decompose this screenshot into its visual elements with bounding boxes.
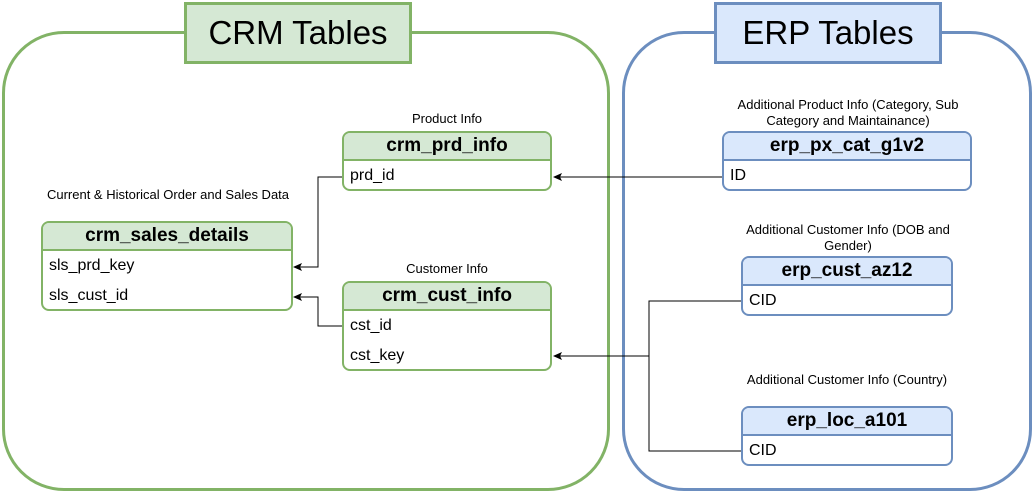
erp-px-cat-g1v2-caption: Additional Product Info (Category, Sub C… xyxy=(737,97,959,128)
erp-loc-a101-table[interactable]: erp_loc_a101 CID xyxy=(741,406,953,466)
crm-cust-info-header: crm_cust_info xyxy=(344,283,550,311)
field-loc-cid: CID xyxy=(749,442,777,459)
field-cst-key: cst_key xyxy=(350,347,405,364)
crm-sales-details-header: crm_sales_details xyxy=(43,223,291,251)
erp-cust-az12-header: erp_cust_az12 xyxy=(743,258,951,286)
field-sls-prd-key: sls_prd_key xyxy=(49,257,135,274)
connector-cst-id-to-sls-cust-id xyxy=(293,293,342,327)
crm-group-title: CRM Tables xyxy=(184,2,412,64)
erp-cust-az12-table[interactable]: erp_cust_az12 CID xyxy=(741,256,953,316)
crm-prd-info-header: crm_prd_info xyxy=(344,133,550,161)
crm-cust-info-caption: Customer Info xyxy=(406,261,488,276)
erp-group-title: ERP Tables xyxy=(714,2,942,64)
field-sls-cust-id: sls_cust_id xyxy=(49,287,129,304)
erp-px-cat-g1v2-header: erp_px_cat_g1v2 xyxy=(724,133,970,161)
erp-loc-a101-header: erp_loc_a101 xyxy=(743,408,951,436)
erp-loc-a101-caption: Additional Customer Info (Country) xyxy=(746,372,948,387)
crm-prd-info-caption: Product Info xyxy=(411,111,483,126)
connector-prd-id-to-sls-prd-key xyxy=(293,176,342,271)
field-cust-cid: CID xyxy=(749,292,777,309)
crm-cust-info-table[interactable]: crm_cust_info cst_id cst_key xyxy=(342,281,552,371)
field-id: ID xyxy=(730,167,746,184)
connector-cust-cid-to-cst-key xyxy=(553,300,741,360)
crm-sales-details-caption: Current & Historical Order and Sales Dat… xyxy=(46,187,290,202)
erp-px-cat-g1v2-table[interactable]: erp_px_cat_g1v2 ID xyxy=(722,131,972,191)
field-prd-id: prd_id xyxy=(350,167,395,184)
crm-prd-info-table[interactable]: crm_prd_info prd_id xyxy=(342,131,552,191)
field-cst-id: cst_id xyxy=(350,317,392,334)
crm-sales-details-table[interactable]: crm_sales_details sls_prd_key sls_cust_i… xyxy=(41,221,293,311)
connector-loc-cid-to-cst-key xyxy=(648,356,741,452)
erp-cust-az12-caption: Additional Customer Info (DOB and Gender… xyxy=(746,222,950,253)
